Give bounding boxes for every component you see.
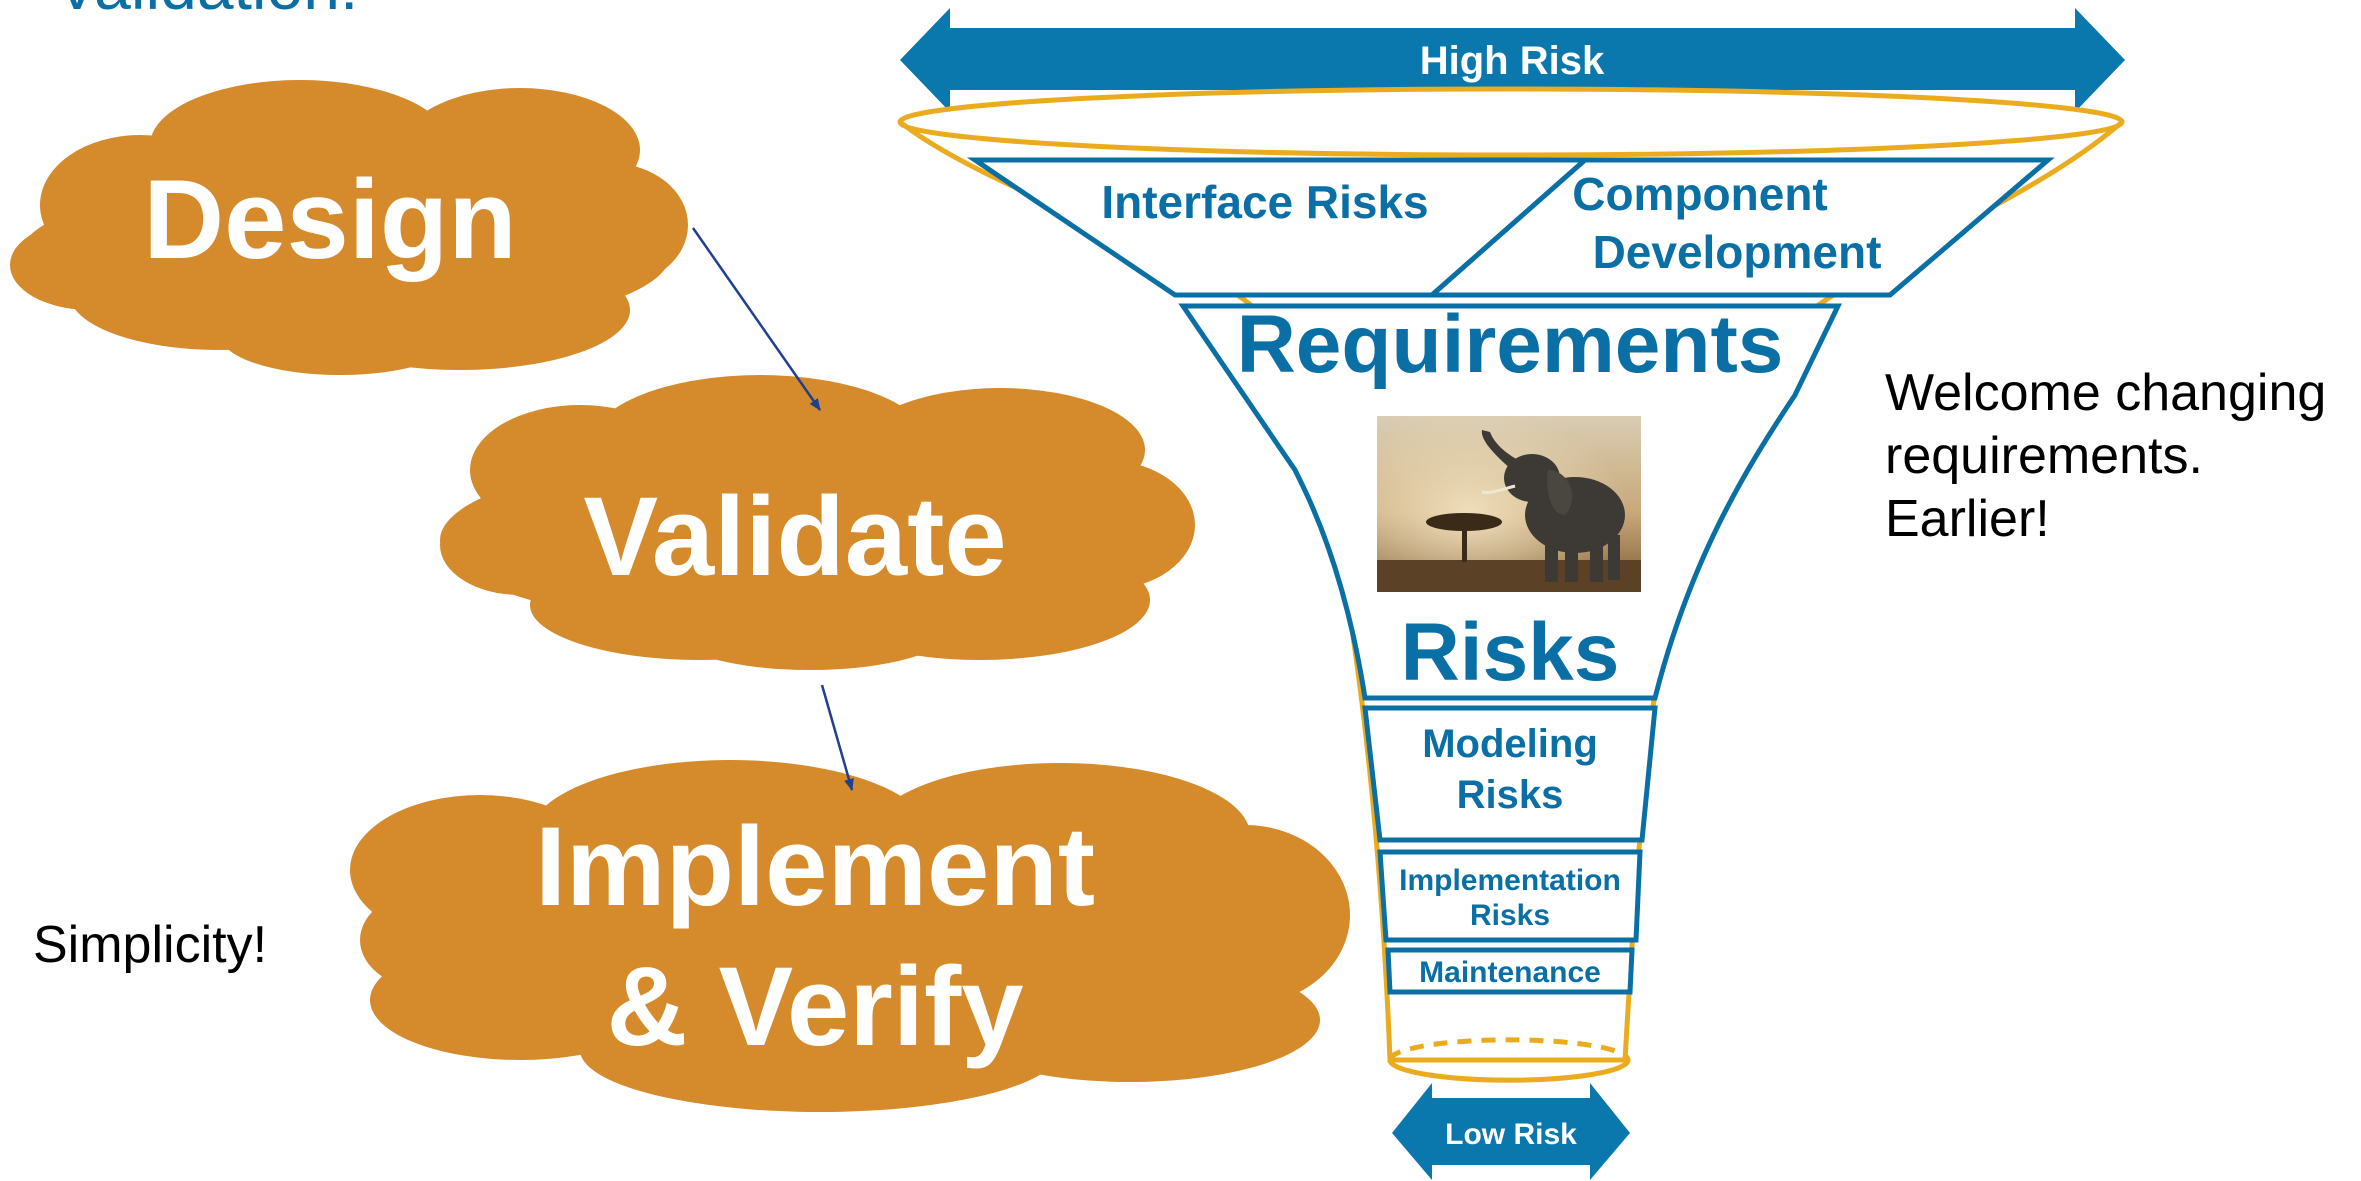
heading: Validation:	[55, 0, 358, 24]
implementation-label-line2: Risks	[1470, 899, 1550, 932]
funnel-rim	[897, 86, 2125, 158]
funnel-bottom	[1387, 1059, 1631, 1083]
validate-label: Validate	[583, 474, 1006, 599]
requirements-label: Requirements	[1237, 299, 1784, 390]
welcome-note-line3: Earlier!	[1885, 490, 2050, 548]
maintenance-band: Maintenance	[1385, 947, 1635, 995]
high-risk-label: High Risk	[1420, 39, 1605, 83]
modeling-label-line1: Modeling	[1422, 722, 1598, 766]
design-cloud: Design	[10, 80, 688, 375]
welcome-note-line1: Welcome changing	[1885, 364, 2326, 422]
validate-cloud: Validate	[440, 375, 1195, 670]
implementation-label-line1: Implementation	[1399, 864, 1621, 897]
low-risk-arrow: Low Risk	[1392, 1083, 1630, 1180]
high-risk-arrow: High Risk	[900, 8, 2125, 112]
modeling-risks-band: Modeling Risks	[1362, 705, 1658, 843]
low-risk-label: Low Risk	[1445, 1118, 1577, 1151]
implementation-risks-band: Implementation Risks	[1377, 849, 1643, 943]
component-development-band: Component Development	[1425, 157, 2055, 298]
component-label-line1: Component	[1572, 168, 1828, 220]
risks-label: Risks	[1401, 607, 1620, 698]
implement-label-line2: & Verify	[606, 944, 1023, 1069]
welcome-note-line2: requirements.	[1885, 427, 2203, 485]
implement-label-line1: Implement	[535, 804, 1095, 929]
elephant-image	[1377, 416, 1641, 592]
component-label-line2: Development	[1593, 226, 1882, 278]
interface-risks-label: Interface Risks	[1101, 176, 1428, 228]
design-to-validate-arrow	[691, 227, 822, 411]
design-label: Design	[143, 157, 516, 282]
validate-to-implement-arrow	[820, 684, 854, 791]
funnel-bottom-dashed	[1387, 1037, 1631, 1061]
implement-cloud: Implement & Verify	[350, 760, 1350, 1112]
simplicity-note: Simplicity!	[33, 916, 267, 974]
maintenance-label: Maintenance	[1419, 956, 1601, 989]
interface-risks-band: Interface Risks	[966, 157, 1592, 298]
modeling-label-line2: Risks	[1457, 773, 1564, 817]
